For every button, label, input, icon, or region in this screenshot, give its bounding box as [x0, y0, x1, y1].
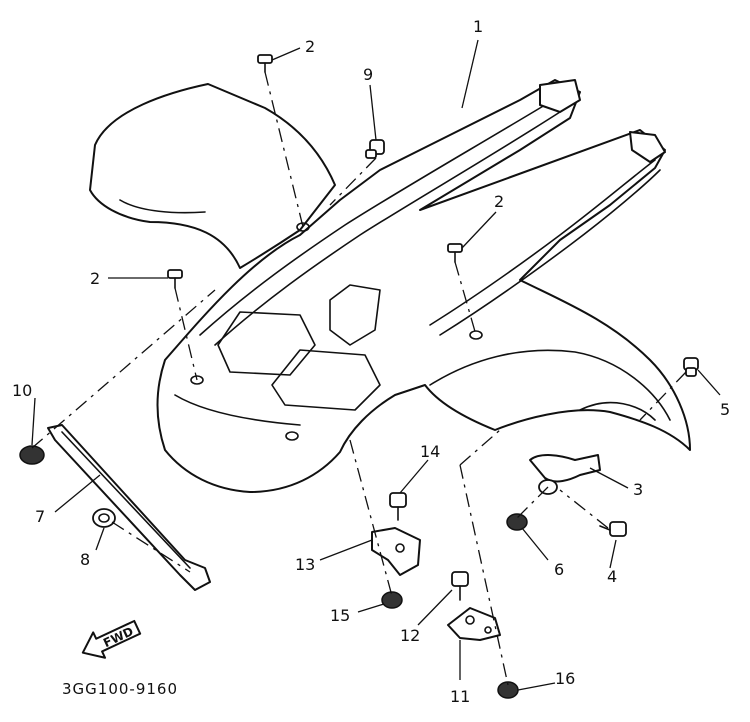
rear-fender: [89, 79, 691, 493]
callout-3: 3: [633, 480, 643, 499]
callout-5: 5: [720, 400, 730, 419]
callout-15: 15: [330, 606, 350, 625]
callout-12: 12: [400, 626, 420, 645]
callout-7: 7: [35, 507, 45, 526]
hardware: [19, 54, 699, 699]
callout-9: 9: [363, 65, 373, 84]
bracket-13: [371, 527, 421, 576]
callout-11: 11: [450, 687, 470, 706]
callout-14: 14: [420, 442, 440, 461]
callout-2: 2: [90, 269, 100, 288]
callout-16: 16: [555, 669, 575, 688]
callout-2: 2: [494, 192, 504, 211]
callout-4: 4: [607, 567, 617, 586]
bracket-11: [447, 607, 501, 641]
leader-lines: [31, 39, 721, 691]
callout-13: 13: [295, 555, 315, 574]
callout-labels: 1 2 2 2 3 4 5 6 7 8 9 10 11 12 13 14 15 …: [12, 17, 730, 706]
fender-stay: [47, 424, 211, 591]
fwd-arrow: FWD: [81, 619, 142, 659]
assembly-lines: [31, 71, 687, 686]
callout-8: 8: [80, 550, 90, 569]
callout-1: 1: [473, 17, 483, 36]
drawing-code: 3GG100-9160: [62, 680, 178, 698]
callout-2: 2: [305, 37, 315, 56]
callout-6: 6: [554, 560, 564, 579]
clip-3: [529, 454, 601, 483]
callout-10: 10: [12, 381, 32, 400]
